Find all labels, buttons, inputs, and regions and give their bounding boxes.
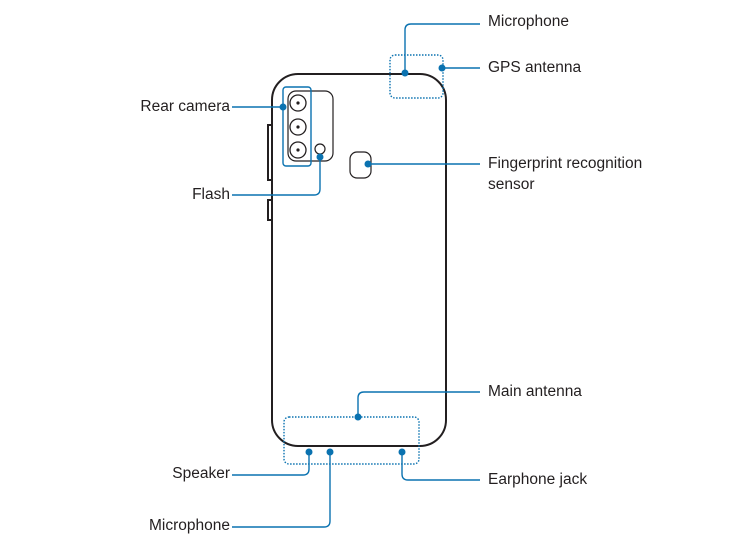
label-fingerprint-line2: sensor	[488, 176, 535, 193]
top-antenna-area	[389, 54, 444, 99]
camera-lens-1	[289, 94, 307, 112]
flash-icon	[314, 143, 326, 155]
bottom-antenna-area	[283, 416, 420, 465]
phone-outline	[271, 73, 447, 447]
side-button-volume	[267, 124, 272, 181]
label-speaker: Speaker	[172, 465, 230, 482]
camera-lens-2	[289, 118, 307, 136]
label-rear-camera: Rear camera	[140, 98, 230, 115]
label-microphone-top: Microphone	[488, 13, 569, 30]
label-microphone-bottom: Microphone	[149, 517, 230, 534]
camera-lens-3	[289, 141, 307, 159]
side-button-power	[267, 199, 272, 221]
camera-highlight	[282, 86, 312, 167]
label-gps-antenna: GPS antenna	[488, 59, 582, 76]
label-earphone-jack: Earphone jack	[488, 471, 588, 488]
label-fingerprint-line1: Fingerprint recognition	[488, 155, 643, 172]
label-flash: Flash	[192, 186, 230, 203]
label-main-antenna: Main antenna	[488, 383, 582, 400]
